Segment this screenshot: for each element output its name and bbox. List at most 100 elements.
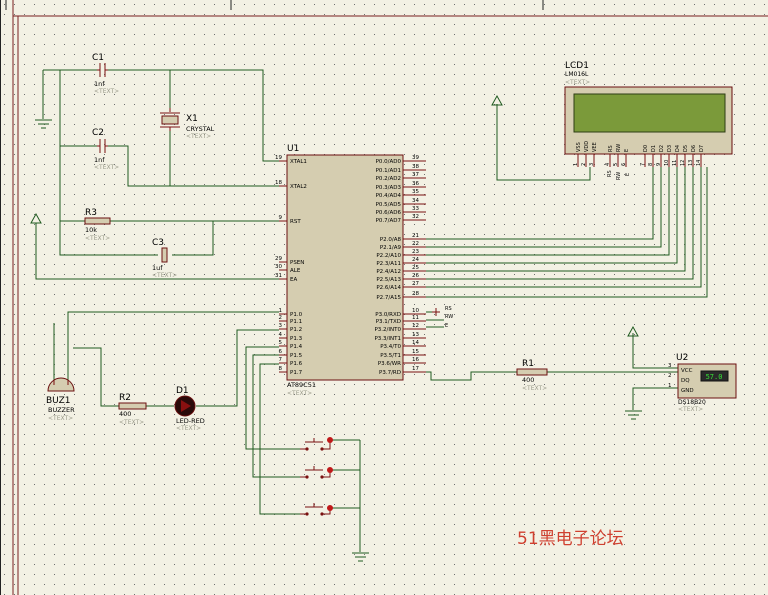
lcd-display-lcd1[interactable]: LCD1 LM016L <TEXT> VSS1VDD2VEE3RS4RW5E6D… [564,61,733,180]
lcd-pin-number: 1 [573,163,579,166]
u1-pin-number: 7 [279,357,283,363]
u2-text-placeholder: <TEXT> [678,406,703,413]
capacitor-c1[interactable]: C1 1nf <TEXT> [92,53,119,95]
ground-symbol-keys [352,552,369,562]
u1-pin-number: 37 [412,172,419,178]
lcd-pin-name: RS [608,145,614,152]
u1-pin-name: P1.6 [290,361,303,367]
lcd-pin-name: D1 [651,145,657,152]
u1-pin-number: 36 [412,181,419,187]
power-symbol-lcd [491,94,503,106]
u1-pin-number: 39 [412,155,419,161]
resistor-r1[interactable]: R1 400 <TEXT> [516,359,548,392]
u1-pin-number: 18 [275,180,282,186]
u2-pin-number: 2 [668,373,672,379]
u2-pin-name: DQ [681,378,690,384]
u1-pin-number: 1 [279,308,283,314]
lcd-pin-name: E [624,149,630,152]
buz1-text-placeholder: <TEXT> [48,415,73,422]
c2-text-placeholder: <TEXT> [94,164,119,171]
led-d1[interactable]: D1 LED-RED <TEXT> [174,386,205,432]
u1-text-placeholder: <TEXT> [287,390,312,397]
u1-pin-number: 26 [412,273,419,279]
u1-pin-number: 8 [279,366,283,372]
u1-pin-name: P2.4/A12 [376,269,401,275]
u2-pin-number: 1 [668,383,672,389]
r3-text-placeholder: <TEXT> [85,235,110,242]
u1-pin-name: EA [290,277,297,283]
u1-pin-number: 22 [412,241,419,247]
u1-pin-number: 34 [412,198,419,204]
u1-pin-number: 32 [412,214,419,220]
u2-ref: U2 [676,353,688,363]
u2-pin-name: VCC [681,368,693,374]
key-switch-1[interactable] [300,437,333,451]
u1-pin-name: P2.7/A15 [376,295,401,301]
lcd-pin-name: D2 [659,145,665,152]
net-label-p31: RW [445,314,453,320]
d1-ref: D1 [176,386,189,396]
u1-pin-name: P0.5/AD5 [376,202,402,208]
u1-pin-name: P1.0 [290,312,303,318]
u1-pin-number: 33 [412,206,419,212]
u2-value: DS18B20 [678,399,706,406]
u1-pin-name: P3.2/INT0 [374,327,401,333]
u1-pin-name: P1.1 [290,319,302,325]
lcd-pin-number: 12 [680,160,686,166]
u1-pin-number: 17 [412,366,419,372]
crystal-x1[interactable]: X1 CRYSTAL <TEXT> [160,108,215,140]
lcd-ctrl-label-e: E [625,173,631,176]
microcontroller-u1[interactable]: U1 AT89C51 <TEXT> 19XTAL118XTAL29RST29PS… [275,144,426,397]
u1-pin-number: 31 [275,273,282,279]
resistor-r2[interactable]: R2 400 <TEXT> [118,393,147,426]
lcd-ctrl-label-rs: RS [607,170,613,177]
u1-pin-name: P2.6/A14 [376,285,401,291]
power-symbol-ea [30,212,42,224]
u1-pin-number: 6 [279,349,283,355]
x1-ref: X1 [186,114,198,124]
resistor-r3[interactable]: R3 10k <TEXT> [84,208,111,242]
u1-pin-name: P0.7/AD7 [376,218,402,224]
u1-pin-number: 2 [279,315,283,321]
r1-value: 400 [522,376,534,384]
buzzer-buz1[interactable]: BUZ1 BUZZER <TEXT> [46,377,75,422]
u1-pin-number: 16 [412,357,419,363]
u2-pin-number: 3 [668,363,672,369]
u1-pin-name: P3.6/WR [378,361,401,367]
u1-pin-name: P0.2/AD2 [376,176,401,182]
u1-pin-number: 25 [412,265,419,271]
key-switch-3[interactable] [300,503,333,516]
u1-pin-name: P1.7 [290,370,303,376]
lcd1-ref: LCD1 [565,61,589,71]
c3-value: 1uf [152,264,163,272]
capacitor-c2[interactable]: C2 1nf <TEXT> [92,128,119,171]
lcd-pin-name: D3 [667,145,673,152]
c1-ref: C1 [92,53,104,63]
c2-ref: C2 [92,128,104,138]
u1-pin-number: 13 [412,332,419,338]
u1-pin-number: 3 [279,323,283,329]
u1-pin-name: P2.3/A11 [376,261,401,267]
u1-pin-name: P0.0/AD0 [376,159,402,165]
u1-pin-name: P3.0/RXD [375,312,401,318]
net-label-p32: E [445,323,448,329]
c1-text-placeholder: <TEXT> [94,88,119,95]
u2-pin-name: GND [681,388,694,394]
key-switch-2[interactable] [300,466,333,479]
lcd-pin-number: 11 [672,160,678,166]
lcd1-text-placeholder: <TEXT> [565,79,590,86]
ground-symbol-u2 [625,410,642,420]
u1-pin-name: P3.1/TXD [376,319,401,325]
u1-pin-number: 21 [412,233,419,239]
u1-pin-number: 24 [412,257,419,263]
lcd-pin-name: D0 [643,145,649,152]
lcd-pin-number: 2 [581,163,587,166]
u1-pin-name: P0.1/AD1 [376,168,401,174]
u1-pin-name: ALE [290,268,301,274]
u1-pin-name: P2.5/A13 [376,277,401,283]
capacitor-c3[interactable]: C3 1uf <TEXT> [152,238,177,279]
